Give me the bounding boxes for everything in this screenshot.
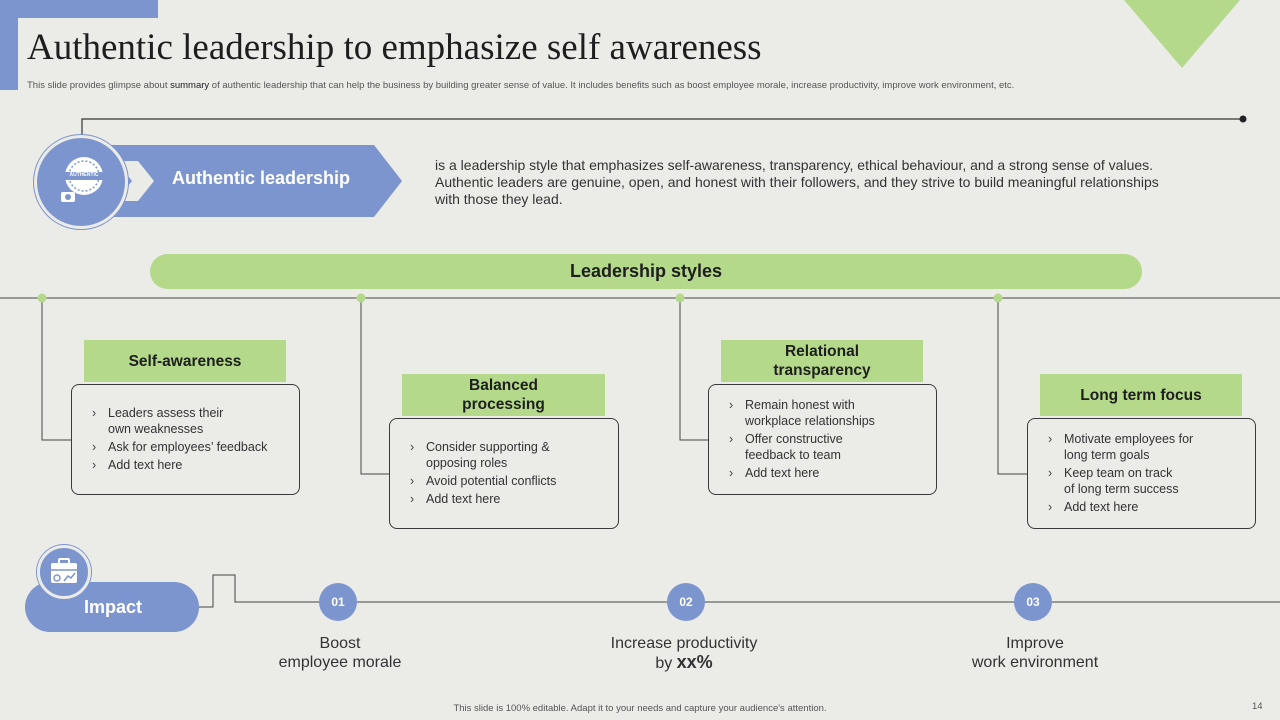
page-title: Authentic leadership to emphasize self a… [27, 27, 762, 68]
style-header-balanced-processing: Balanced processing [402, 374, 605, 416]
list-item: Add text here [88, 457, 287, 473]
impact-line: by xx% [655, 652, 713, 673]
impact-number-01: 01 [319, 583, 357, 621]
impact-text-productivity: Increase productivity by xx% [584, 634, 784, 673]
list-item: Add text here [725, 465, 924, 481]
page-number: 14 [1252, 701, 1263, 712]
impact-line: employee morale [278, 654, 402, 671]
list-item: Add text here [1044, 499, 1243, 515]
list-item: Offer constructive feedback to team [725, 431, 865, 463]
impact-text-morale: Boost employee morale [240, 634, 440, 672]
style-card-relational-transparency: Remain honest with workplace relationshi… [708, 384, 937, 495]
list-item: Consider supporting & opposing roles [406, 439, 566, 471]
style-header-self-awareness: Self-awareness [84, 340, 286, 382]
list-item: Add text here [406, 491, 606, 507]
impact-line: Improve [1006, 635, 1064, 652]
footer-note: This slide is 100% editable. Adapt it to… [453, 703, 827, 714]
authentic-description: is a leadership style that emphasizes se… [435, 157, 1159, 207]
list-item: Leaders assess their own weaknesses [88, 405, 238, 437]
style-header-relational-transparency: Relational transparency [721, 340, 923, 382]
impact-number-02: 02 [667, 583, 705, 621]
impact-line: Boost [319, 635, 361, 652]
style-card-long-term-focus: Motivate employees for long term goals K… [1027, 418, 1256, 529]
list-item: Keep team on track of long term success [1044, 465, 1184, 497]
authentic-badge-icon [61, 157, 104, 202]
leadership-styles-label: Leadership styles [569, 261, 723, 281]
impact-number-03: 03 [1014, 583, 1052, 621]
briefcase-chart-icon [51, 558, 77, 583]
style-card-self-awareness: Leaders assess their own weaknesses Ask … [71, 384, 300, 495]
list-item: Motivate employees for long term goals [1044, 431, 1194, 463]
badge-text: AUTHENTIC [69, 172, 99, 178]
list-item: Avoid potential conflicts [406, 473, 606, 489]
page-subtitle: This slide provides glimpse about summar… [27, 80, 1015, 91]
impact-text-environment: Improve work environment [935, 634, 1135, 672]
impact-line: work environment [971, 654, 1099, 671]
impact-label: Impact [84, 597, 143, 617]
corner-accent-shape [0, 0, 158, 18]
leadership-styles-banner: Leadership styles [150, 254, 1142, 289]
corner-accent-bar [0, 0, 18, 90]
top-triangle-decoration [1124, 0, 1240, 68]
style-header-long-term-focus: Long term focus [1040, 374, 1242, 416]
impact-line: Increase productivity [610, 635, 758, 652]
list-item: Ask for employees’ feedback [88, 439, 287, 455]
authentic-leadership-label: Authentic leadership [172, 168, 351, 188]
list-item: Remain honest with workplace relationshi… [725, 397, 875, 429]
style-card-balanced-processing: Consider supporting & opposing roles Avo… [389, 418, 619, 529]
